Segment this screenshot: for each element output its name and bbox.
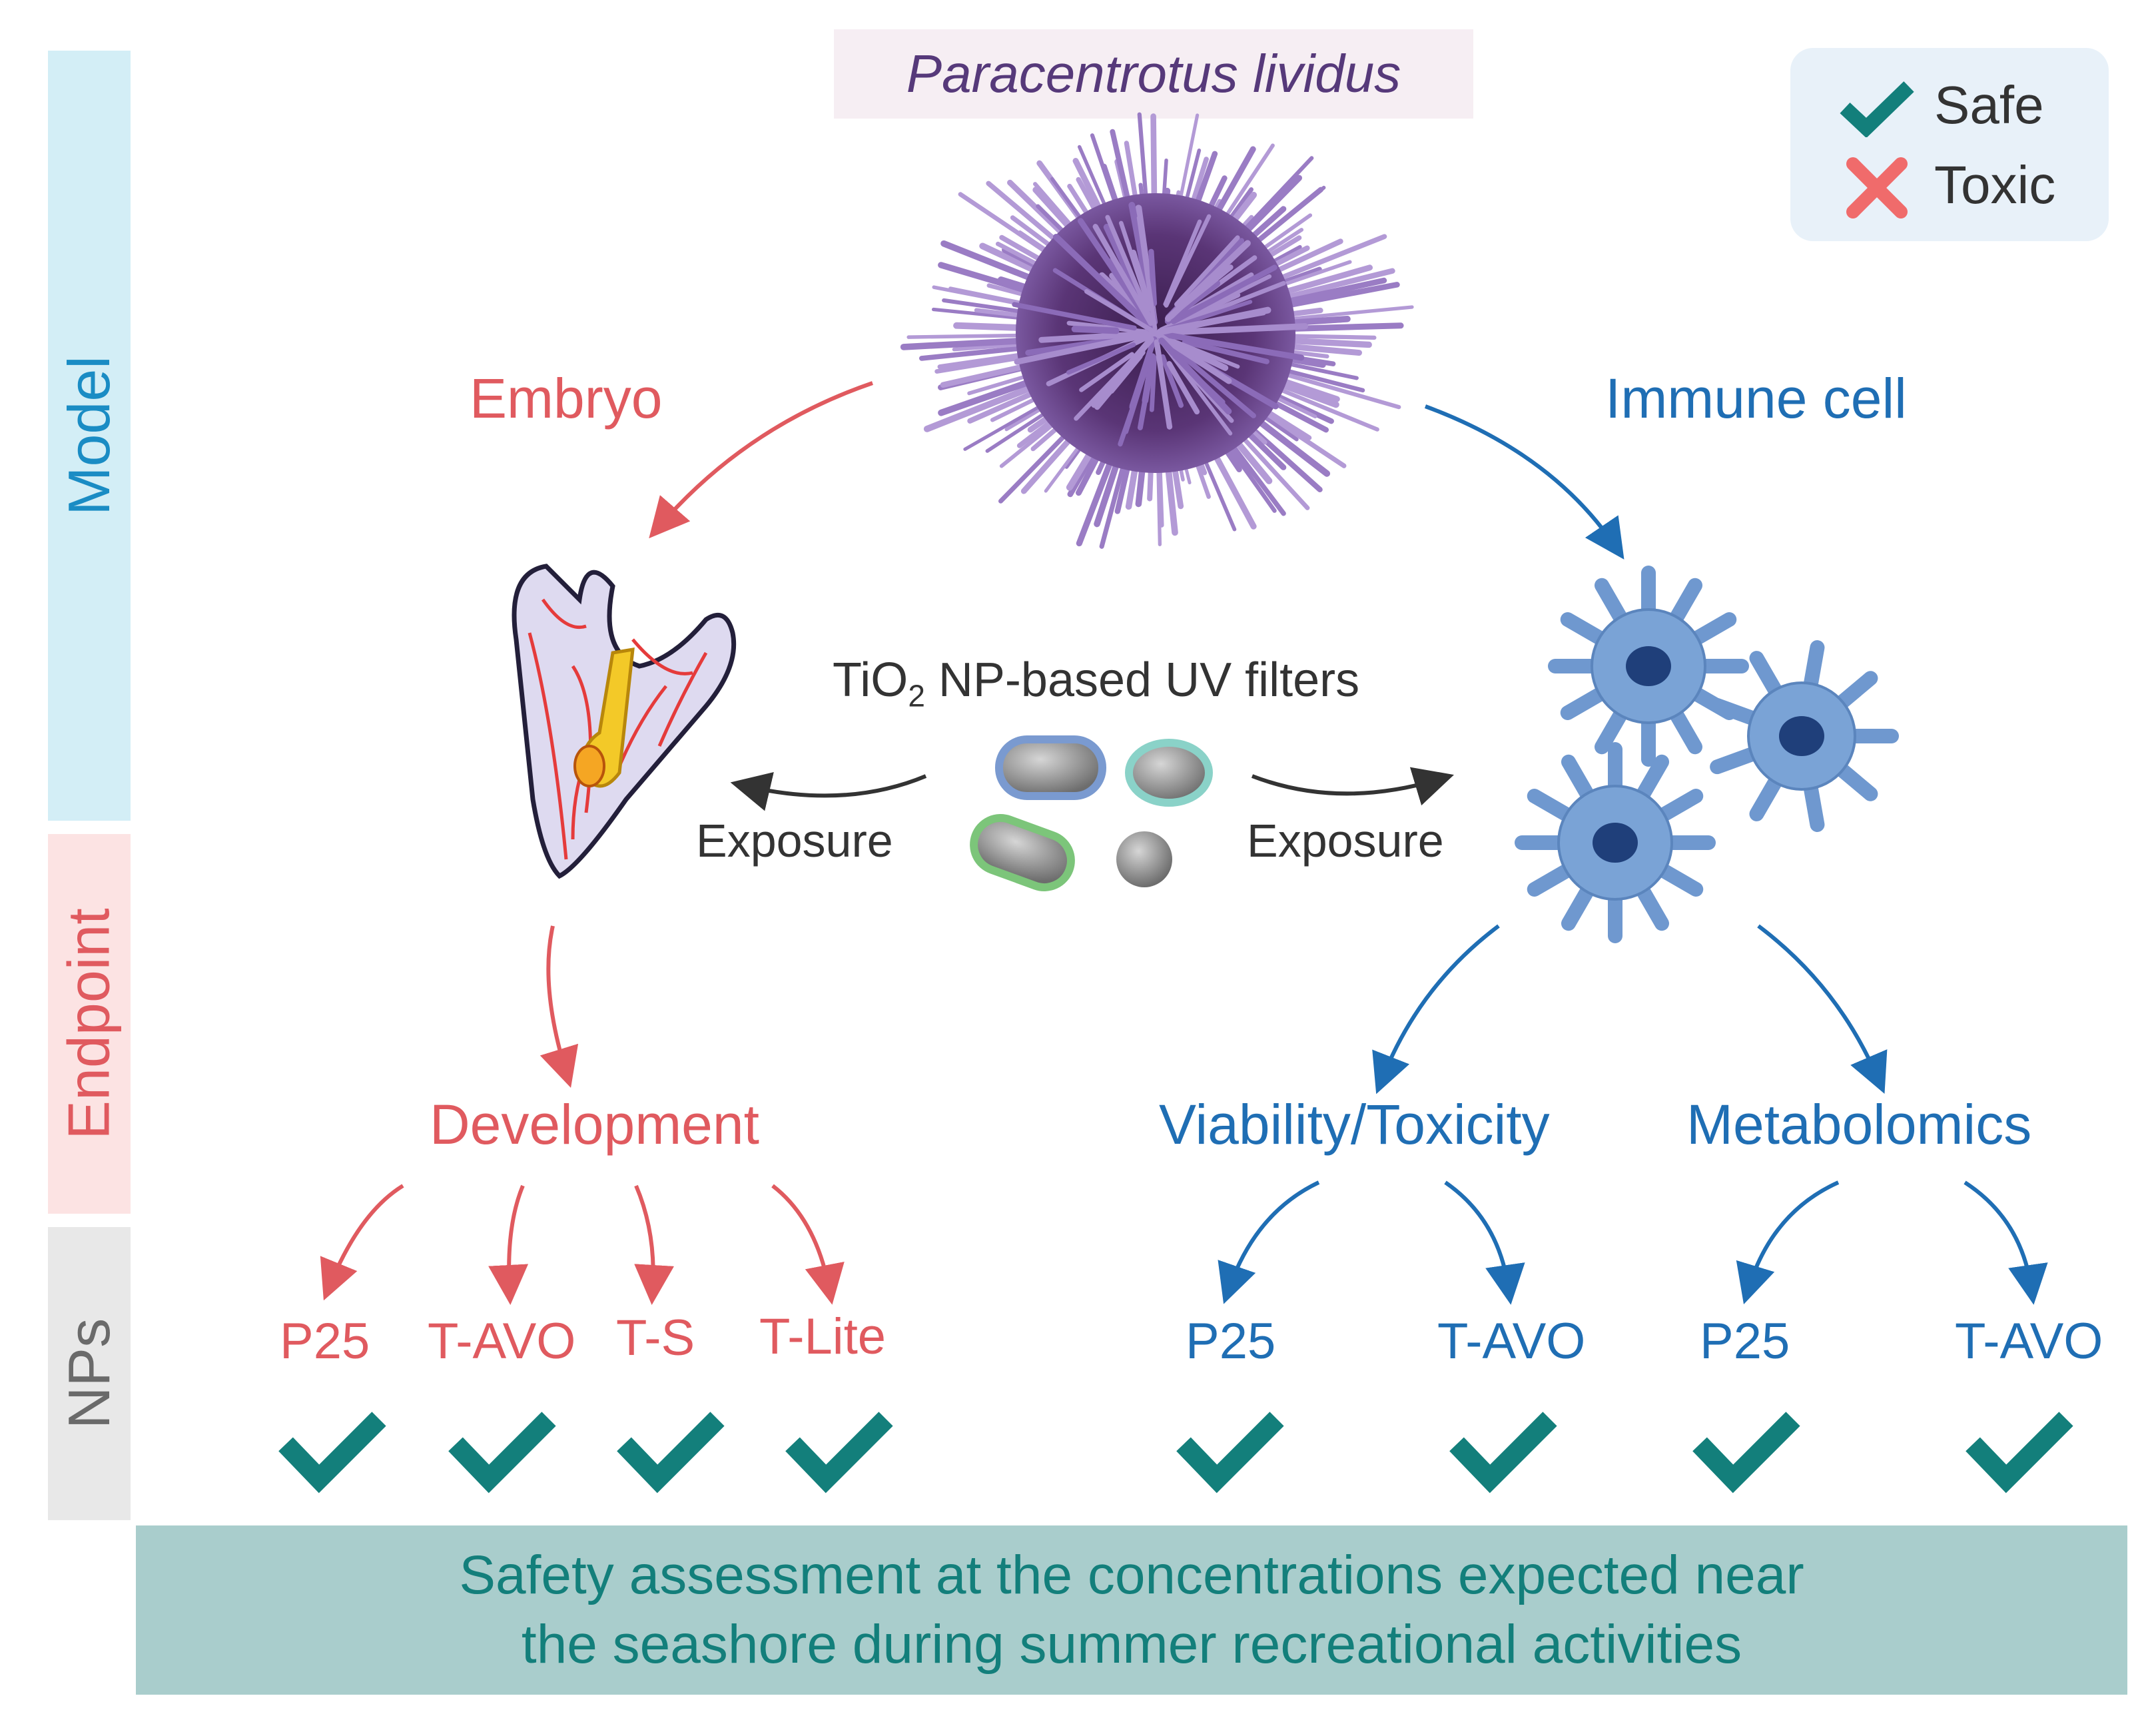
check-icon [1966,1412,2073,1494]
np-met-tavo: T-AVO [1955,1313,2103,1370]
nanoparticles-illustration [970,735,1213,891]
immune-cells-illustration [1515,566,1899,943]
arrow-via-p25 [1218,1180,1320,1304]
endpoint-band: Endpoint [48,834,131,1214]
embryo-illustration [512,564,737,879]
np-via-tavo: T-AVO [1437,1313,1586,1370]
arrow-to-embryo [649,381,873,539]
check-icon [785,1412,893,1494]
embryo-label: Embryo [470,367,663,430]
conclusion-line-2: the seashore during summer recreational … [521,1614,1742,1675]
uv-filters-prefix: TiO [833,653,908,707]
np-dev-ts: T-S [616,1310,695,1366]
legend-toxic-label: Toxic [1934,155,2056,214]
sea-urchin-illustration [900,112,1414,549]
exposure-right-label: Exposure [1247,815,1444,867]
cross-icon [1846,157,1908,218]
uv-filters-label: TiO2 NP-based UV filters [833,653,1359,713]
model-band: Model [48,51,131,821]
immune-cell-label: Immune cell [1605,367,1907,430]
viability-label: Viability/Toxicity [1159,1093,1550,1156]
np-dev-tlite: T-Lite [759,1308,887,1365]
arrow-via-tavo [1444,1180,1525,1305]
np-met-p25: P25 [1700,1313,1790,1370]
arrow-to-viability [1372,924,1500,1094]
check-icon [1692,1412,1800,1494]
exposure-arrow-right [1251,767,1454,806]
conclusion-band: Safety assessment at the concentrations … [136,1525,2127,1695]
uv-filters-suffix: NP-based UV filters [924,653,1360,707]
metabolomics-label: Metabolomics [1686,1093,2032,1156]
check-icon [448,1412,556,1494]
check-icon [617,1412,725,1494]
arrow-to-immune-cell [1424,404,1624,560]
arrow-met-tavo [1964,1180,2048,1305]
legend-safe-label: Safe [1934,75,2044,135]
conclusion-line-1: Safety assessment at the concentrations … [459,1545,1804,1605]
check-icon [1840,81,1914,137]
nps-band: NPs [48,1227,131,1520]
np-dev-p25: P25 [280,1313,370,1370]
exposure-arrow-left [730,771,927,811]
np-dev-tavo: T-AVO [428,1313,576,1370]
check-icon [1449,1412,1557,1494]
check-icon [1176,1412,1284,1494]
arrow-dev-tlite [771,1184,845,1305]
arrow-dev-p25 [320,1184,404,1301]
development-label: Development [430,1093,759,1156]
arrow-to-development [539,925,579,1088]
legend: Safe Toxic [1790,48,2109,241]
arrow-to-metabolomics [1757,924,1888,1094]
arrow-met-p25 [1736,1180,1840,1304]
arrow-dev-ts [634,1184,675,1305]
arrow-dev-tavo [488,1184,529,1305]
species-title: Paracentrotus lividus [906,44,1401,103]
np-via-p25: P25 [1186,1313,1276,1370]
check-icon [278,1412,386,1494]
title-box: Paracentrotus lividus [834,29,1473,119]
uv-filters-subscript: 2 [908,678,925,713]
exposure-left-label: Exposure [696,815,893,867]
